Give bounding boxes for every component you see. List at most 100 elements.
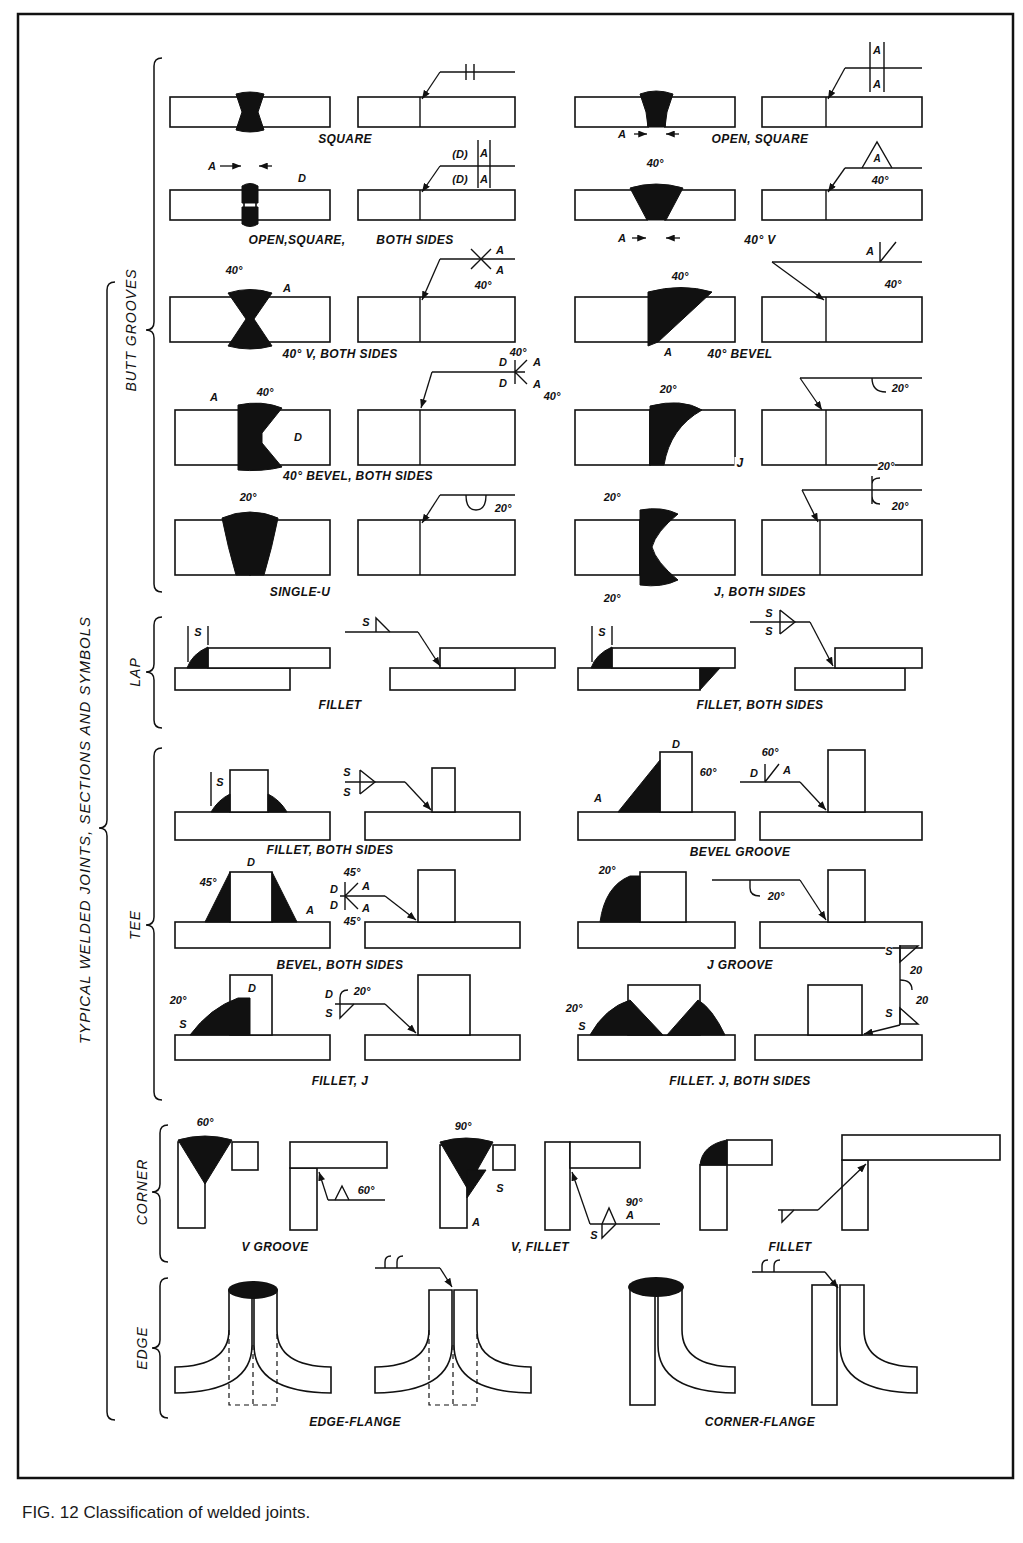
- group-label: BUTT GROOVES: [124, 266, 138, 393]
- flange-plate: [375, 1290, 452, 1393]
- dimension-label: A: [873, 79, 881, 90]
- reference-line: [419, 297, 420, 342]
- joint-caption: 40° BEVEL, BOTH SIDES: [281, 470, 435, 482]
- figure-title: TYPICAL WELDED JOINTS, SECTIONS AND SYMB…: [77, 614, 92, 1046]
- plate-section: [578, 812, 735, 840]
- dimension-label: S: [343, 787, 350, 798]
- flange-plate: [254, 1290, 331, 1393]
- dimension-label: 60°: [700, 767, 717, 778]
- dimension-label: D: [298, 173, 306, 184]
- dimension-label: S: [343, 767, 350, 778]
- dimension-label: S: [179, 1019, 186, 1030]
- dimension-label: D: [330, 884, 338, 895]
- dimension-label: S: [216, 777, 223, 788]
- group-brace: [146, 748, 162, 1100]
- plate-section: [640, 872, 686, 922]
- joint-caption: J GROOVE: [705, 959, 775, 971]
- reference-line: [712, 879, 800, 880]
- dimension-label: S: [765, 626, 772, 637]
- dimension-label: A: [210, 392, 218, 403]
- flange-plate: [658, 1285, 735, 1393]
- weld-symbol: [335, 1186, 349, 1200]
- weld-symbol: [471, 249, 491, 269]
- plate-section: [493, 1145, 515, 1170]
- plate-section: [700, 1165, 727, 1230]
- plate-section: [365, 1035, 520, 1060]
- plate-section: [575, 410, 650, 465]
- leader-arrow: [828, 68, 845, 99]
- dimension-label: 40°: [257, 387, 274, 398]
- dimension-label: 20°: [495, 503, 512, 514]
- dimension-label: 40°: [672, 271, 689, 282]
- hidden-line: [229, 1330, 277, 1405]
- plate-section: [612, 648, 735, 668]
- joint-caption: FILLET, BOTH SIDES: [265, 844, 396, 856]
- dimension-label: 20°: [354, 986, 371, 997]
- group-brace: [99, 282, 115, 1420]
- plate-section: [630, 1285, 655, 1405]
- plate-section: [358, 190, 515, 220]
- weld-symbol: [345, 882, 358, 910]
- dimension-label: D: [750, 768, 758, 779]
- dimension-label: 45°: [344, 867, 361, 878]
- dimension-label: S: [325, 1008, 332, 1019]
- plate-section: [570, 1142, 640, 1168]
- leader-arrow: [418, 632, 440, 666]
- plate-section: [256, 190, 330, 220]
- joint-caption: BEVEL, BOTH SIDES: [275, 959, 406, 971]
- reference-line: [328, 1199, 385, 1200]
- hidden-line: [429, 1330, 477, 1405]
- leader-arrow: [422, 166, 440, 192]
- joint-caption: FILLET, BOTH SIDES: [695, 699, 826, 711]
- joint-caption: EDGE-FLANGE: [307, 1416, 403, 1428]
- dimension-label: 20°: [878, 461, 895, 472]
- weld-bead: [648, 288, 712, 347]
- plate-section: [660, 752, 692, 812]
- weld-bead: [187, 647, 208, 668]
- dimension-label: 40°: [226, 265, 243, 276]
- leader-arrow: [422, 495, 440, 523]
- dimension-label: (D): [452, 174, 467, 185]
- joint-caption: FILLET: [316, 699, 363, 711]
- leader-arrow: [800, 378, 822, 410]
- plate-section: [575, 520, 640, 575]
- dimension-label: A: [618, 129, 626, 140]
- leader-arrow: [405, 782, 431, 810]
- reference-line: [819, 520, 820, 575]
- dimension-label: 20°: [604, 593, 621, 604]
- weld-bead: [700, 668, 720, 690]
- plate-section: [760, 812, 922, 840]
- weld-bead: [242, 184, 258, 204]
- plate-section: [230, 872, 272, 922]
- reference-line: [335, 1003, 385, 1004]
- weld-bead: [272, 872, 297, 922]
- reference-line: [419, 97, 420, 127]
- reference-line: [345, 631, 418, 632]
- joint-caption: 40° BEVEL: [705, 348, 774, 360]
- reference-line: [419, 520, 420, 575]
- leader-arrow: [422, 259, 440, 300]
- dimension-label: A: [480, 148, 488, 159]
- weld-symbol: [782, 1210, 794, 1222]
- dimension-label: S: [885, 1008, 892, 1019]
- weld-bead: [618, 760, 660, 812]
- joint-caption: J, BOTH SIDES: [712, 586, 808, 598]
- plate-section: [812, 1285, 837, 1405]
- reference-line: [825, 190, 826, 220]
- plate-section: [755, 1035, 922, 1060]
- weld-symbol: [900, 946, 918, 1024]
- dimension-label: 40°: [544, 391, 561, 402]
- plate-section: [170, 190, 244, 220]
- dimension-label: 20°: [240, 492, 257, 503]
- reference-line: [825, 297, 826, 342]
- dimension-label: D: [248, 983, 256, 994]
- dimension-label: 45°: [200, 877, 217, 888]
- weld-bead: [242, 207, 258, 227]
- weld-symbol: [376, 618, 390, 632]
- dimension-label: A: [362, 903, 370, 914]
- dimension-label: 20: [916, 995, 928, 1006]
- flange-plate: [175, 1290, 252, 1393]
- plate-section: [762, 410, 922, 465]
- dimension-label: A: [480, 174, 488, 185]
- leader-arrow: [634, 133, 647, 134]
